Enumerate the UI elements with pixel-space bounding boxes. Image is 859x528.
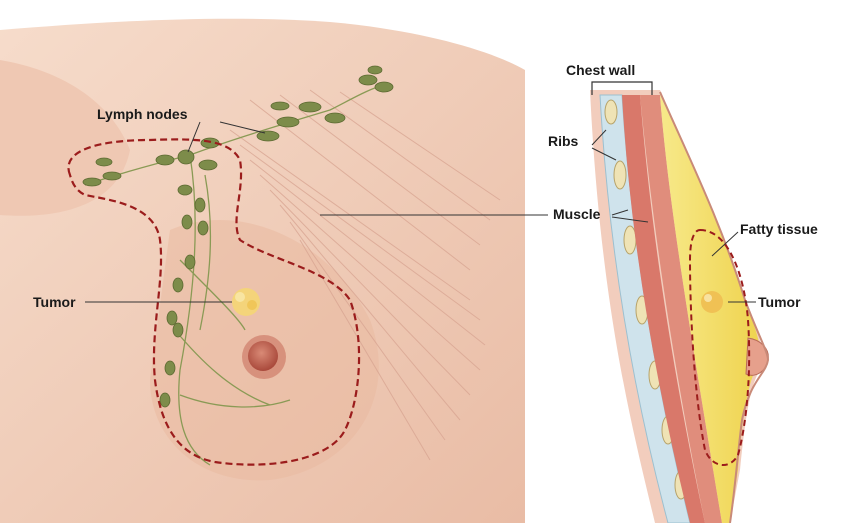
label-ribs: Ribs [548, 133, 578, 149]
side-view [590, 82, 768, 523]
label-lymph-nodes: Lymph nodes [97, 106, 188, 122]
tumor-front [232, 288, 260, 316]
nipple [242, 335, 286, 379]
label-tumor-front: Tumor [33, 294, 76, 310]
label-fatty-tissue: Fatty tissue [740, 221, 818, 237]
front-view [0, 19, 548, 523]
tumor-side [701, 291, 723, 313]
label-tumor-side: Tumor [758, 294, 801, 310]
label-chest-wall: Chest wall [566, 62, 635, 78]
label-muscle: Muscle [553, 206, 600, 222]
